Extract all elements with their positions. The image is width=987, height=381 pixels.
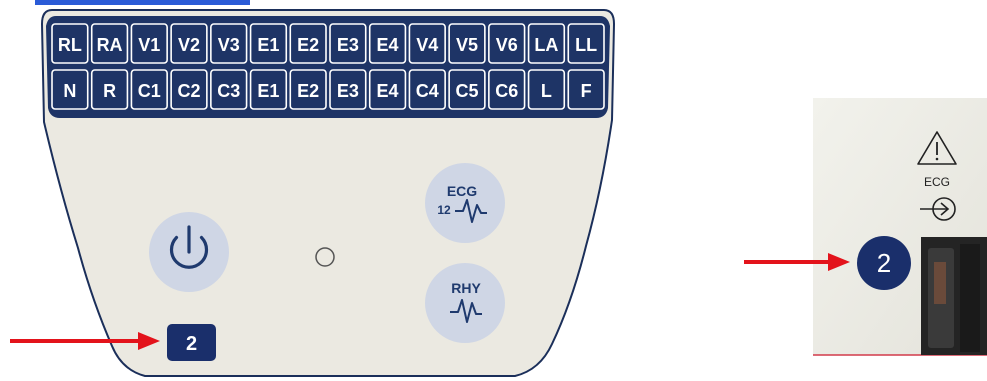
- lead-label: C2: [177, 81, 200, 101]
- lead-cell: [368, 69, 407, 110]
- lead-label: V3: [218, 35, 240, 55]
- ecg-wave-icon: [455, 199, 487, 223]
- lead-label: E1: [257, 81, 279, 101]
- lead-label: E3: [337, 81, 359, 101]
- lead-label: C6: [495, 81, 518, 101]
- lead-cell: [567, 69, 605, 110]
- input-port-icon: [920, 197, 956, 221]
- lead-label: V6: [496, 35, 518, 55]
- lead-label: V2: [178, 35, 200, 55]
- ecg-port-label: ECG: [924, 175, 950, 189]
- lead-label: RL: [58, 35, 82, 55]
- indicator-light: [315, 247, 335, 267]
- ecg-12-button[interactable]: ECG 12: [425, 163, 505, 243]
- lead-label: V5: [456, 35, 478, 55]
- callout-number: 2: [877, 248, 891, 278]
- lead-cell: [51, 23, 89, 64]
- lead-cell: [130, 23, 168, 64]
- lead-cell: [249, 69, 288, 110]
- lead-cell: [210, 69, 248, 110]
- rhy-button[interactable]: RHY: [425, 263, 505, 343]
- lead-label: L: [541, 81, 552, 101]
- lead-label: R: [103, 81, 116, 101]
- warning-icon: [917, 131, 957, 165]
- lead-label: C1: [138, 81, 161, 101]
- ecg-port-socket: [921, 237, 987, 355]
- lead-cell: [448, 23, 486, 64]
- lead-cell: [488, 23, 526, 64]
- lead-cell: [170, 23, 208, 64]
- lead-cell: [567, 23, 605, 64]
- rhythm-wave-icon: [450, 299, 482, 323]
- callout-badge-photo: 2: [857, 236, 911, 290]
- lead-header: [46, 16, 610, 118]
- lead-cell: [249, 23, 288, 64]
- power-icon: [169, 225, 209, 269]
- lead-label: N: [63, 81, 76, 101]
- lead-label: E2: [297, 81, 319, 101]
- ecg-button-label: ECG: [447, 183, 477, 199]
- lead-label: E4: [377, 35, 399, 55]
- lead-label: C3: [217, 81, 240, 101]
- lead-cell: [210, 23, 248, 64]
- lead-cell: [527, 69, 566, 110]
- lead-cell: [90, 23, 129, 64]
- arrow-to-panel-badge: [10, 332, 160, 350]
- lead-cell: [329, 69, 367, 110]
- lead-cell: [51, 69, 89, 110]
- lead-label: LA: [534, 35, 558, 55]
- lead-label: RA: [97, 35, 123, 55]
- lead-cell: [329, 23, 367, 64]
- callout-badge-panel: 2: [167, 324, 216, 361]
- ecg-button-12-label: 12: [437, 203, 451, 217]
- arrow-to-photo-badge: [744, 253, 850, 271]
- lead-cell: [289, 69, 327, 110]
- lead-cell: [488, 69, 526, 110]
- lead-label: V1: [138, 35, 160, 55]
- lead-cell: [408, 69, 446, 110]
- lead-cell: [448, 69, 486, 110]
- lead-label: E2: [297, 35, 319, 55]
- lead-cell: [368, 23, 407, 64]
- lead-cell: [527, 23, 566, 64]
- lead-cell: [130, 69, 168, 110]
- power-button[interactable]: [149, 212, 229, 292]
- lead-label: F: [581, 81, 592, 101]
- lead-label: E3: [337, 35, 359, 55]
- callout-number: 2: [186, 333, 197, 355]
- lead-label: C5: [455, 81, 478, 101]
- clipped-heading: [35, 0, 250, 5]
- lead-label: V4: [416, 35, 438, 55]
- lead-label: C4: [416, 81, 439, 101]
- side-photo: ECG 2: [813, 98, 987, 356]
- lead-label: E4: [377, 81, 399, 101]
- lead-label: E1: [257, 35, 279, 55]
- lead-cell: [170, 69, 208, 110]
- lead-cell: [289, 23, 327, 64]
- rhy-button-label: RHY: [451, 280, 481, 296]
- lead-label: LL: [575, 35, 597, 55]
- lead-cell: [90, 69, 129, 110]
- lead-cell: [408, 23, 446, 64]
